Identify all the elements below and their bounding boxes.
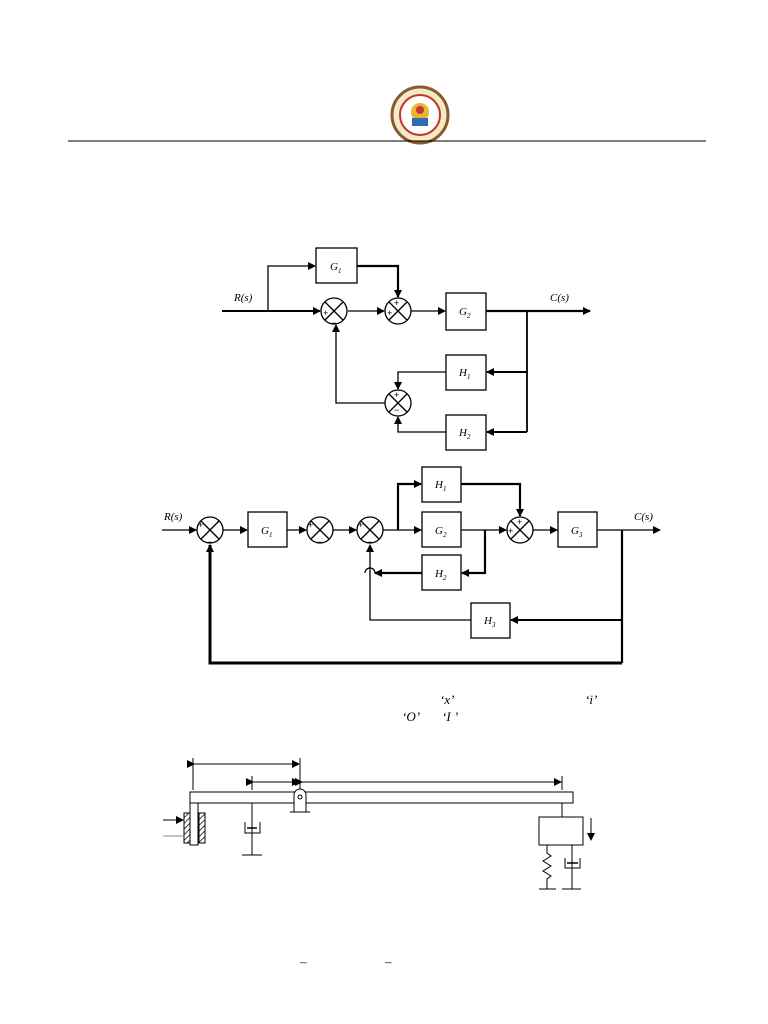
block-h3: H3	[483, 615, 496, 629]
variable-O: ‘O’	[402, 709, 420, 724]
output-label: C(s)	[550, 292, 569, 304]
minus-sign: −	[317, 537, 322, 547]
block-g1: G1	[330, 261, 341, 275]
plus-sign: +	[517, 517, 522, 527]
plus-sign: +	[323, 308, 328, 318]
plus-sign: +	[308, 520, 313, 530]
block-diagram-1	[222, 247, 591, 451]
footer-dash-2: –	[384, 954, 392, 969]
input-label: R(s)	[163, 511, 183, 523]
plus-sign: +	[198, 520, 203, 530]
block-diagram-2-labels: R(s) C(s) G1 H1 G2 H2 G3 H3 + − + − + − …	[163, 479, 653, 629]
plus-sign: +	[358, 520, 363, 530]
block-h2: H2	[458, 427, 471, 441]
block-g1: G1	[261, 525, 272, 539]
university-logo	[390, 85, 450, 145]
variable-i: ‘i’	[585, 692, 597, 707]
block-h1: H1	[434, 479, 446, 493]
plus-sign: +	[394, 298, 399, 308]
footer-dash-1: –	[299, 954, 307, 969]
plus-sign: +	[394, 390, 399, 400]
variable-x: ‘x’	[440, 692, 454, 707]
lever-mechanism-diagram	[163, 758, 595, 890]
block-diagram-2	[162, 466, 661, 665]
block-h2: H2	[434, 568, 447, 582]
block-diagram-1-labels: R(s) C(s) G1 G2 H1 H2 + − + + + −	[233, 261, 569, 441]
minus-sign: −	[394, 405, 399, 415]
input-label: R(s)	[233, 292, 253, 304]
plus-sign: +	[387, 308, 392, 318]
variable-I: ‘I ’	[442, 709, 458, 724]
minus-sign: −	[207, 537, 212, 547]
minus-sign: −	[367, 537, 372, 547]
block-g3: G3	[571, 525, 583, 539]
plus-sign: +	[508, 526, 513, 536]
output-label: C(s)	[634, 511, 653, 523]
minus-sign: −	[331, 318, 336, 328]
block-h1: H1	[458, 367, 470, 381]
block-g2: G2	[435, 525, 447, 539]
block-g2: G2	[459, 306, 471, 320]
